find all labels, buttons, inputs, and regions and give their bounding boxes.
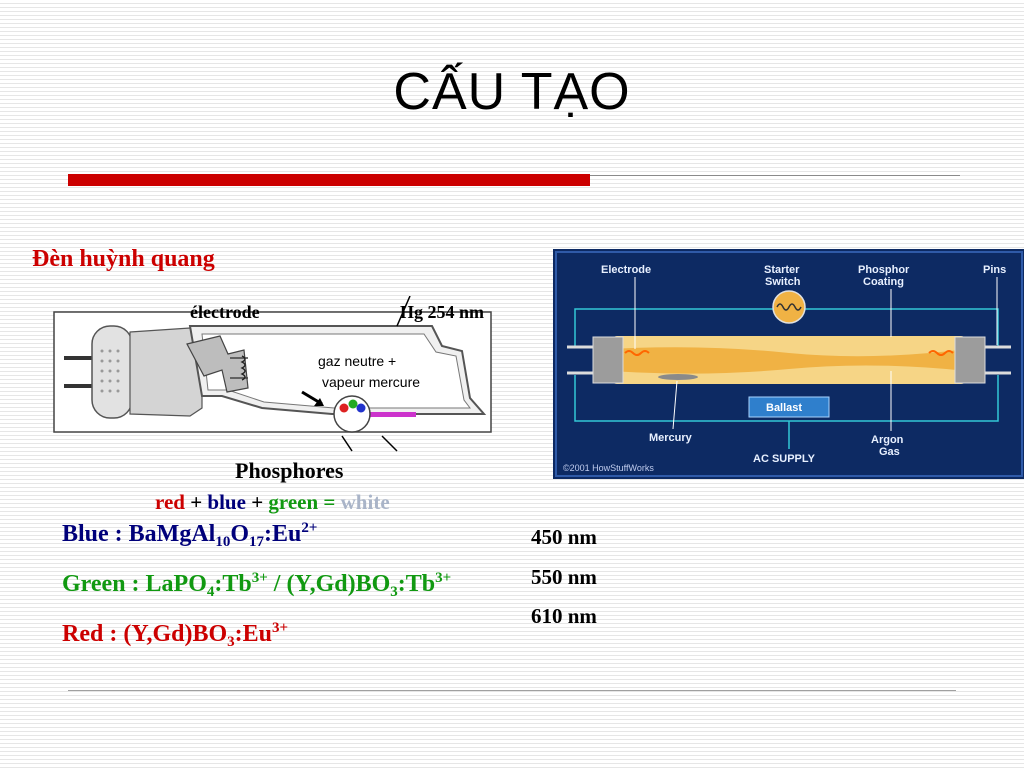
label-phosphor-2: Coating	[863, 276, 904, 288]
label-gas-1: gaz neutre +	[318, 353, 396, 369]
formula-red-part: (Y,Gd)BO	[123, 621, 228, 647]
formula-green-part: LaPO	[145, 571, 207, 597]
formula-red-part: :Eu	[234, 621, 272, 647]
formula-blue-part: O	[230, 521, 250, 547]
formula-blue-sub: 17	[249, 534, 265, 550]
label-starter-2: Switch	[765, 276, 801, 288]
label-copyright: ©2001 HowStuffWorks	[563, 463, 654, 473]
formula-red: Red : (Y,Gd)BO3:Eu3+	[62, 620, 288, 651]
subtitle: Đèn huỳnh quang	[32, 246, 215, 272]
mercury-droplet-icon	[658, 374, 698, 380]
label-mercury: Mercury	[649, 432, 693, 444]
mix-blue: blue	[207, 490, 246, 514]
mix-red: red	[155, 490, 185, 514]
mix-white: white	[340, 490, 390, 514]
formula-green-sub: 4	[206, 584, 215, 600]
mix-green: green	[268, 490, 319, 514]
blue-dot	[356, 403, 366, 413]
formula-blue-sub: 10	[215, 534, 231, 550]
label-argon-2: Gas	[879, 446, 900, 458]
formula-blue-sup: 2+	[301, 520, 318, 536]
formula-green-part: / (Y,Gd)BO	[267, 571, 391, 597]
arrow-phosphor-2	[381, 435, 398, 452]
label-pins: Pins	[983, 264, 1006, 276]
wavelength-blue: 450 nm	[531, 525, 597, 549]
mix-plus-2: +	[251, 490, 264, 514]
fluorescent-lamp-diagram: Electrode Starter Switch Phosphor Coatin…	[553, 249, 1024, 479]
green-dot	[348, 399, 358, 409]
phosphor-strip	[338, 412, 416, 417]
formula-green: Green : LaPO4:Tb3+ / (Y,Gd)BO3:Tb3+	[62, 570, 451, 601]
end-cap-icon	[91, 325, 133, 419]
formula-blue-label: Blue :	[62, 521, 129, 547]
formula-blue-part: BaMgAl	[128, 521, 216, 547]
formula-green-sup: 3+	[435, 570, 452, 586]
formula-green-label: Green :	[62, 571, 146, 597]
label-ac-supply: AC SUPPLY	[753, 453, 816, 465]
filament-coil-icon	[240, 355, 246, 381]
left-electrode-icon	[624, 350, 650, 356]
glass-inner	[201, 333, 471, 409]
label-gas-2: vapeur mercure	[322, 374, 420, 390]
label-starter-1: Starter	[764, 264, 800, 276]
right-electrode-icon	[928, 350, 954, 356]
base-section	[129, 327, 203, 417]
mix-plus-1: +	[190, 490, 203, 514]
formula-red-label: Red :	[62, 621, 124, 647]
title-underline-gray	[590, 175, 960, 176]
wavelength-green: 550 nm	[531, 565, 597, 589]
formula-green-sup: 3+	[251, 570, 268, 586]
right-cap-icon	[954, 336, 986, 384]
wire-bottom	[574, 375, 999, 422]
formula-green-part: :Tb	[214, 571, 252, 597]
slide-title: CẤU TẠO	[393, 63, 631, 121]
formula-blue-part: :Eu	[264, 521, 302, 547]
red-dot	[339, 403, 349, 413]
tube-glow	[611, 347, 967, 374]
cap-dots	[100, 349, 120, 393]
formula-blue: Blue : BaMgAl10O17:Eu2+	[62, 520, 317, 551]
tube-schematic-figure: électrode Hg 254 nm gaz neutre + vapeur …	[53, 296, 492, 452]
arrow-hg	[396, 296, 411, 327]
formula-red-sup: 3+	[272, 620, 289, 636]
label-argon-1: Argon	[871, 434, 904, 446]
label-hg: Hg 254 nm	[400, 302, 484, 322]
arrow-phosphor-1	[341, 435, 353, 452]
pointer-lines	[634, 277, 998, 431]
ballast-box	[748, 396, 830, 418]
wavelength-red: 610 nm	[531, 604, 597, 628]
formula-red-sub: 3	[227, 634, 235, 650]
bottom-divider	[68, 690, 956, 691]
mix-equals: =	[323, 490, 336, 514]
label-phosphor-1: Phosphor	[858, 264, 910, 276]
formula-green-sub: 3	[390, 584, 398, 600]
color-mix-line: red + blue + green = white	[155, 490, 390, 515]
label-electrode: Electrode	[601, 264, 651, 276]
label-electrode: électrode	[190, 302, 260, 322]
label-ballast: Ballast	[766, 402, 802, 414]
formula-green-part: :Tb	[397, 571, 436, 597]
phosphores-label: Phosphores	[235, 458, 344, 483]
left-cap-icon	[592, 336, 624, 384]
title-underline-red	[68, 174, 590, 186]
